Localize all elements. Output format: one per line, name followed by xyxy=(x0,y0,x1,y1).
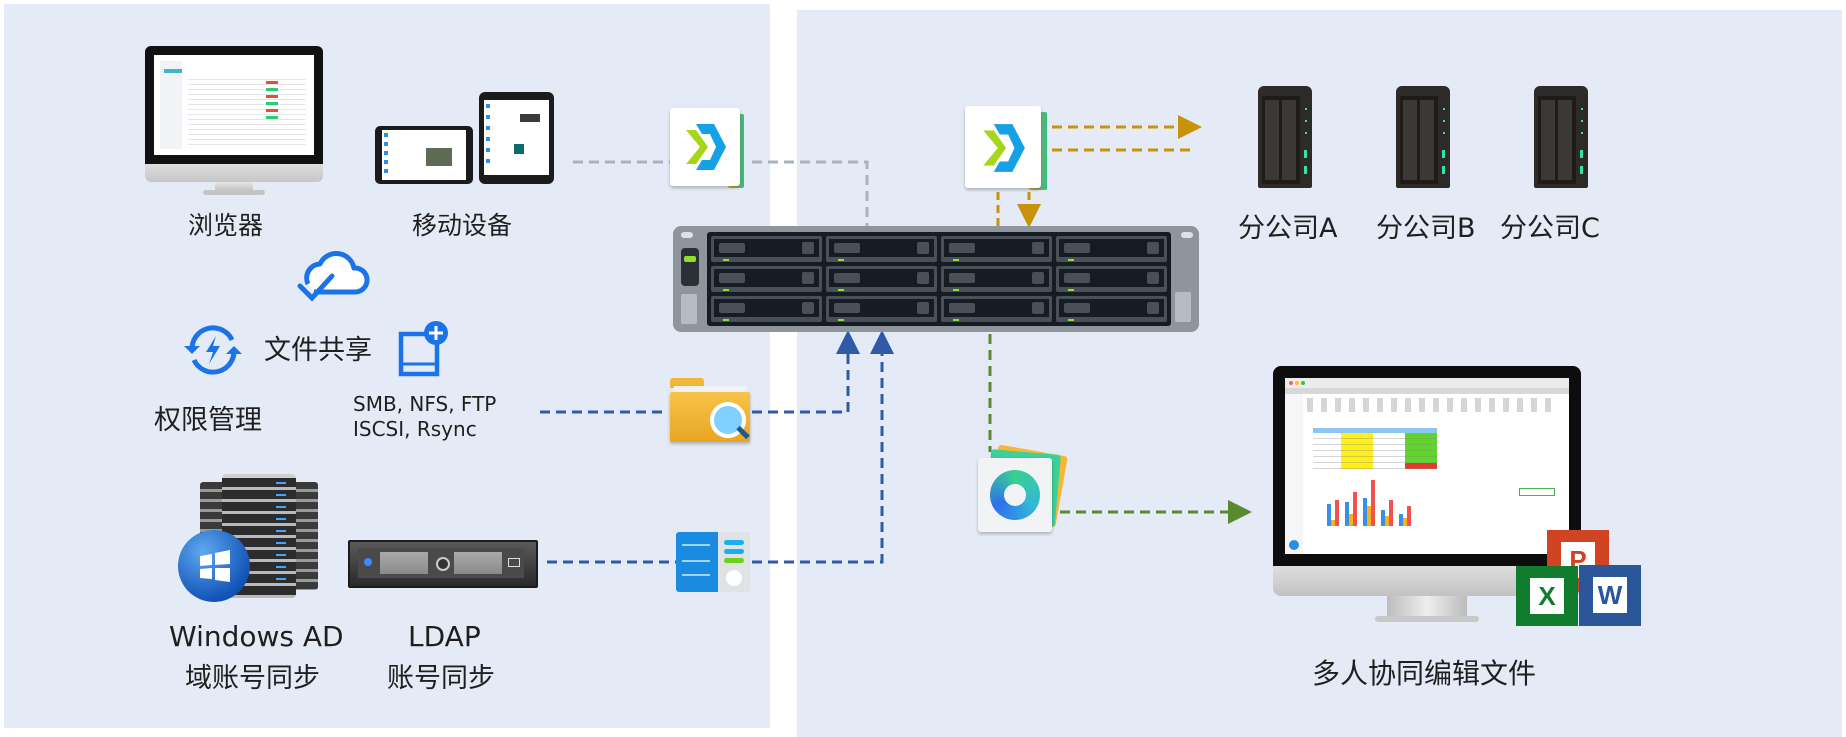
add-share-icon xyxy=(398,321,448,377)
branch-nas-icon xyxy=(1534,86,1588,188)
nas-drive-bay xyxy=(941,236,1052,262)
excel-letter: X xyxy=(1530,578,1564,614)
cloud-check-icon xyxy=(297,251,370,302)
nas-rack-server xyxy=(673,226,1199,332)
nas-drive-bay xyxy=(826,236,937,262)
browser-label: 浏览器 xyxy=(188,211,264,240)
left-panel xyxy=(4,4,770,728)
permission-sync-icon xyxy=(184,325,242,375)
branch-nas-icon xyxy=(1396,86,1450,188)
synology-office-icon xyxy=(978,444,1070,536)
nas-drive-bay xyxy=(941,296,1052,322)
protocols-line1: SMB, NFS, FTP xyxy=(353,392,497,416)
nas-drive-bay xyxy=(1056,266,1167,292)
ldap-line1: LDAP xyxy=(408,620,481,653)
nas-drive-bay xyxy=(1056,236,1167,262)
nas-drive-bay xyxy=(1056,296,1167,322)
permission-label: 权限管理 xyxy=(154,405,262,436)
spreadsheet-screenshot xyxy=(1285,378,1569,554)
branch-nas-icon xyxy=(1258,86,1312,188)
tablet-portrait-icon xyxy=(479,92,554,184)
nas-drive-bay xyxy=(826,296,937,322)
synology-drive-icon xyxy=(670,108,752,192)
protocols-line2: ISCSI, Rsync xyxy=(353,417,477,441)
nas-drive-bay xyxy=(711,296,822,322)
windows-ad-line1: Windows AD xyxy=(169,620,344,653)
tablet-landscape-icon xyxy=(375,126,473,184)
branch-label: 分公司A xyxy=(1238,213,1338,244)
excel-icon: X xyxy=(1516,566,1578,626)
branch-label: 分公司B xyxy=(1376,213,1476,244)
folder-search-icon xyxy=(670,378,752,448)
branch-label: 分公司C xyxy=(1500,213,1600,244)
ldap-server-icon xyxy=(348,540,538,588)
nas-drive-bay xyxy=(826,266,937,292)
ldap-line2: 账号同步 xyxy=(387,663,495,694)
nas-drive-bay xyxy=(941,266,1052,292)
browser-monitor-icon xyxy=(145,46,325,196)
drive-sharesync-icon xyxy=(965,106,1055,194)
directory-server-icon xyxy=(676,532,752,594)
word-icon: W xyxy=(1579,565,1641,626)
windows-ad-line2: 域账号同步 xyxy=(185,663,320,694)
word-letter: W xyxy=(1593,577,1627,613)
mobile-label: 移动设备 xyxy=(412,211,513,240)
collab-label: 多人协同编辑文件 xyxy=(1312,657,1537,690)
collab-monitor xyxy=(1273,366,1583,630)
windows-logo-icon xyxy=(178,530,250,602)
nas-drive-bay xyxy=(711,266,822,292)
file-share-label: 文件共享 xyxy=(264,335,372,366)
nas-drive-bay xyxy=(711,236,822,262)
